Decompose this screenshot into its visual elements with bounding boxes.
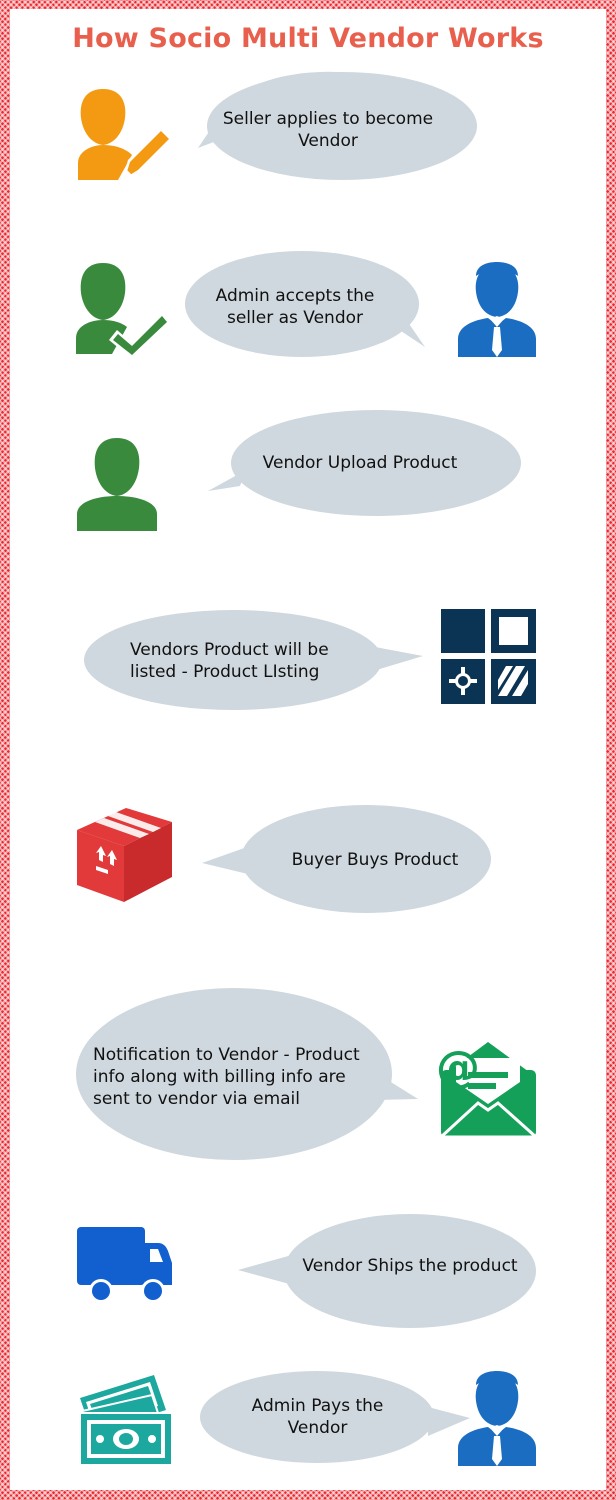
step-2 [76, 251, 536, 359]
step-8-text: Admin Pays the Vendor [251, 1396, 384, 1438]
step-1-text: Seller applies to become Vendor [222, 109, 434, 151]
admin-icon [458, 262, 536, 357]
speech-bubble-7 [238, 1255, 293, 1285]
step-8 [76, 1371, 536, 1466]
speech-bubble-4 [370, 646, 423, 672]
step-7-text: Vendor Ships the product [302, 1256, 518, 1276]
money-icon [76, 1375, 173, 1466]
step-2-text: Admin accepts the seller as Vendor [215, 286, 375, 328]
package-box-icon [77, 808, 172, 902]
step-7 [77, 1214, 536, 1328]
user-check-icon [76, 263, 171, 359]
step-6-text: Notification to Vendor - Product info al… [93, 1045, 360, 1109]
step-5 [77, 805, 491, 913]
infographic-panel: How Socio Multi Vendor Works [10, 9, 606, 1490]
delivery-truck-icon [77, 1227, 172, 1303]
product-listing-icon [441, 609, 536, 704]
step-4 [84, 609, 536, 710]
svg-text:@: @ [436, 1042, 480, 1093]
step-6: @ [76, 988, 540, 1160]
speech-bubble-5 [202, 846, 252, 875]
step-5-text: Buyer Buys Product [291, 850, 459, 870]
user-edit-icon [78, 89, 173, 181]
step-3-text: Vendor Upload Product [262, 453, 458, 473]
step-1 [78, 71, 477, 181]
admin-icon [458, 1371, 536, 1466]
user-icon [77, 438, 157, 531]
speech-bubble-8 [428, 1407, 470, 1436]
step-3 [77, 410, 521, 531]
email-envelope-icon: @ [436, 1042, 540, 1139]
step-4-text: Vendors Product will be listed - Product… [130, 640, 329, 682]
page-title: How Socio Multi Vendor Works [72, 23, 544, 54]
